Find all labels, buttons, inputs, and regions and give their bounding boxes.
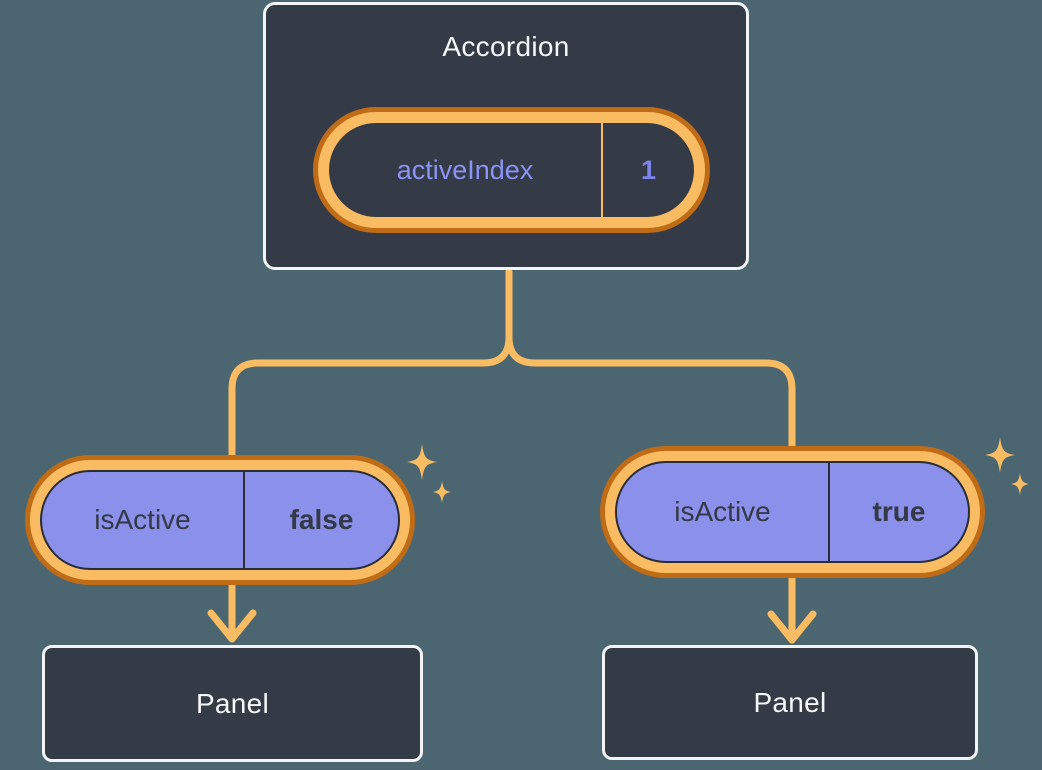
panel-node-left: Panel bbox=[42, 645, 423, 762]
state-pill: activeIndex 1 bbox=[329, 123, 694, 217]
sparkle-big-icon bbox=[407, 444, 437, 480]
panel-node-title: Panel bbox=[195, 687, 270, 719]
accordion-node: Accordion activeIndex 1 bbox=[263, 2, 749, 270]
left-arrowhead-icon bbox=[207, 609, 257, 643]
prop-pill-left: isActive false bbox=[40, 470, 400, 570]
sparkle-small-icon bbox=[433, 481, 451, 503]
prop-pill-value: true bbox=[872, 496, 926, 527]
sparkle-icon bbox=[407, 444, 451, 503]
state-pill-name: activeIndex bbox=[329, 123, 603, 217]
prop-pill-name: isActive bbox=[617, 463, 830, 561]
sparkle-small-icon bbox=[1011, 473, 1029, 495]
sparkle-icon bbox=[985, 437, 1029, 495]
connector-root-to-left bbox=[228, 268, 513, 640]
right-arrowhead-icon bbox=[767, 610, 817, 644]
connector-root-to-right bbox=[505, 268, 796, 641]
prop-pill-name: isActive bbox=[42, 472, 245, 568]
accordion-node-title: Accordion bbox=[442, 31, 570, 62]
sparkle-big-icon bbox=[985, 437, 1015, 473]
prop-pill-value: false bbox=[289, 504, 354, 535]
panel-node-title: Panel bbox=[753, 686, 827, 718]
state-pill-value: 1 bbox=[640, 154, 657, 185]
panel-node-right: Panel bbox=[602, 645, 978, 760]
prop-pill-right: isActive true bbox=[615, 461, 970, 563]
